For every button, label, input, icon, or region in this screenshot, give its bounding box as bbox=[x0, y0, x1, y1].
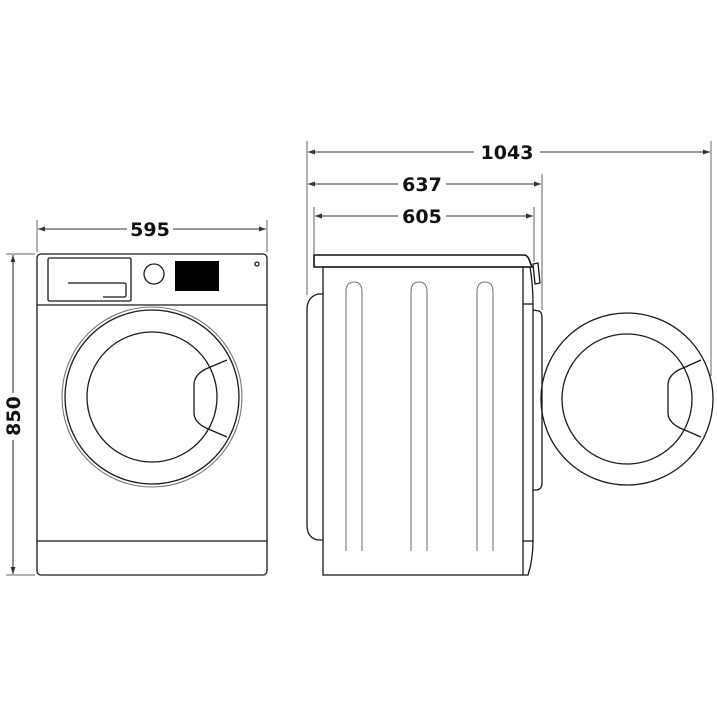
top-plate bbox=[313, 254, 534, 268]
dimension-depth-with-door: 637 bbox=[308, 174, 543, 310]
rear-bulge bbox=[306, 293, 323, 541]
side-view bbox=[306, 254, 543, 576]
open-door-ring bbox=[540, 312, 714, 486]
side-rib-1 bbox=[345, 281, 363, 551]
door-profile bbox=[532, 309, 543, 491]
open-door-handle bbox=[667, 359, 702, 438]
side-knob bbox=[532, 262, 541, 285]
display-panel bbox=[175, 261, 219, 291]
detergent-drawer bbox=[47, 257, 132, 302]
program-knob bbox=[143, 263, 165, 285]
side-rib-2 bbox=[410, 281, 428, 551]
height-label: 850 bbox=[3, 396, 25, 436]
depth-door-open-label: 1043 bbox=[481, 142, 534, 164]
dimension-depth-body: 605 bbox=[313, 206, 535, 262]
door-glass bbox=[86, 331, 218, 463]
front-body-outline bbox=[36, 253, 268, 576]
dimension-height: 850 bbox=[3, 253, 35, 576]
front-panel-edge bbox=[523, 266, 534, 576]
width-label: 595 bbox=[130, 219, 170, 241]
power-indicator-icon bbox=[254, 261, 260, 267]
drawer-handle bbox=[68, 282, 127, 298]
depth-with-door-label: 637 bbox=[402, 174, 442, 196]
door-ring bbox=[64, 309, 240, 485]
dimension-width: 595 bbox=[36, 219, 268, 252]
front-view bbox=[36, 253, 268, 576]
door-handle bbox=[193, 359, 228, 438]
door-open-view bbox=[540, 312, 714, 486]
door-outer-rim bbox=[61, 306, 243, 488]
depth-body-label: 605 bbox=[402, 206, 442, 228]
open-door-glass bbox=[561, 333, 693, 465]
side-body bbox=[322, 266, 524, 576]
dimension-depth-total: 1043 bbox=[306, 141, 712, 376]
side-rib-3 bbox=[476, 281, 494, 551]
